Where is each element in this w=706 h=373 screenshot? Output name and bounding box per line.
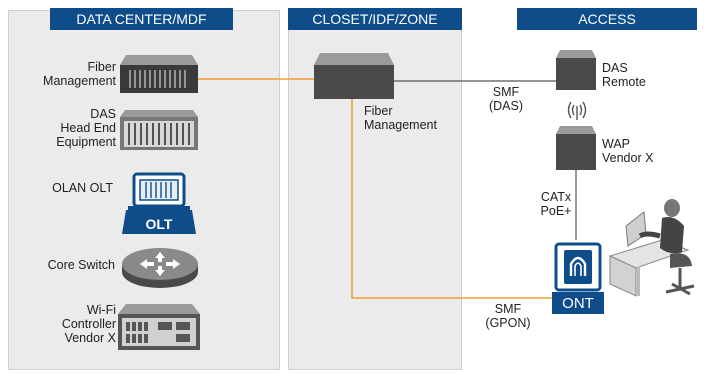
das-head-end-icon bbox=[120, 110, 198, 155]
olt-icon: OLT bbox=[122, 172, 196, 241]
smf-das-label: SMF(DAS) bbox=[488, 85, 524, 113]
wifi-controller-icon bbox=[118, 304, 200, 355]
wireless-signal-icon bbox=[562, 98, 592, 127]
user-workstation-icon bbox=[600, 196, 700, 313]
olt-badge: OLT bbox=[145, 216, 173, 232]
datacenter-header: DATA CENTER/MDF bbox=[50, 8, 233, 30]
ont-badge: ONT bbox=[562, 295, 594, 312]
core-switch-label: Core Switch bbox=[47, 258, 115, 272]
wap-icon bbox=[556, 126, 596, 175]
closet-fiber-panel-icon bbox=[314, 53, 394, 104]
das-remote-icon bbox=[556, 50, 596, 95]
core-switch-icon bbox=[120, 244, 200, 295]
closet-header: CLOSET/IDF/ZONE bbox=[288, 8, 462, 30]
ont-icon: ONT bbox=[552, 240, 604, 319]
olan-olt-label: OLAN OLT bbox=[52, 181, 113, 195]
fiber-panel-icon bbox=[120, 55, 198, 98]
access-header: ACCESS bbox=[517, 8, 697, 30]
smf-gpon-label: SMF(GPON) bbox=[485, 302, 531, 330]
